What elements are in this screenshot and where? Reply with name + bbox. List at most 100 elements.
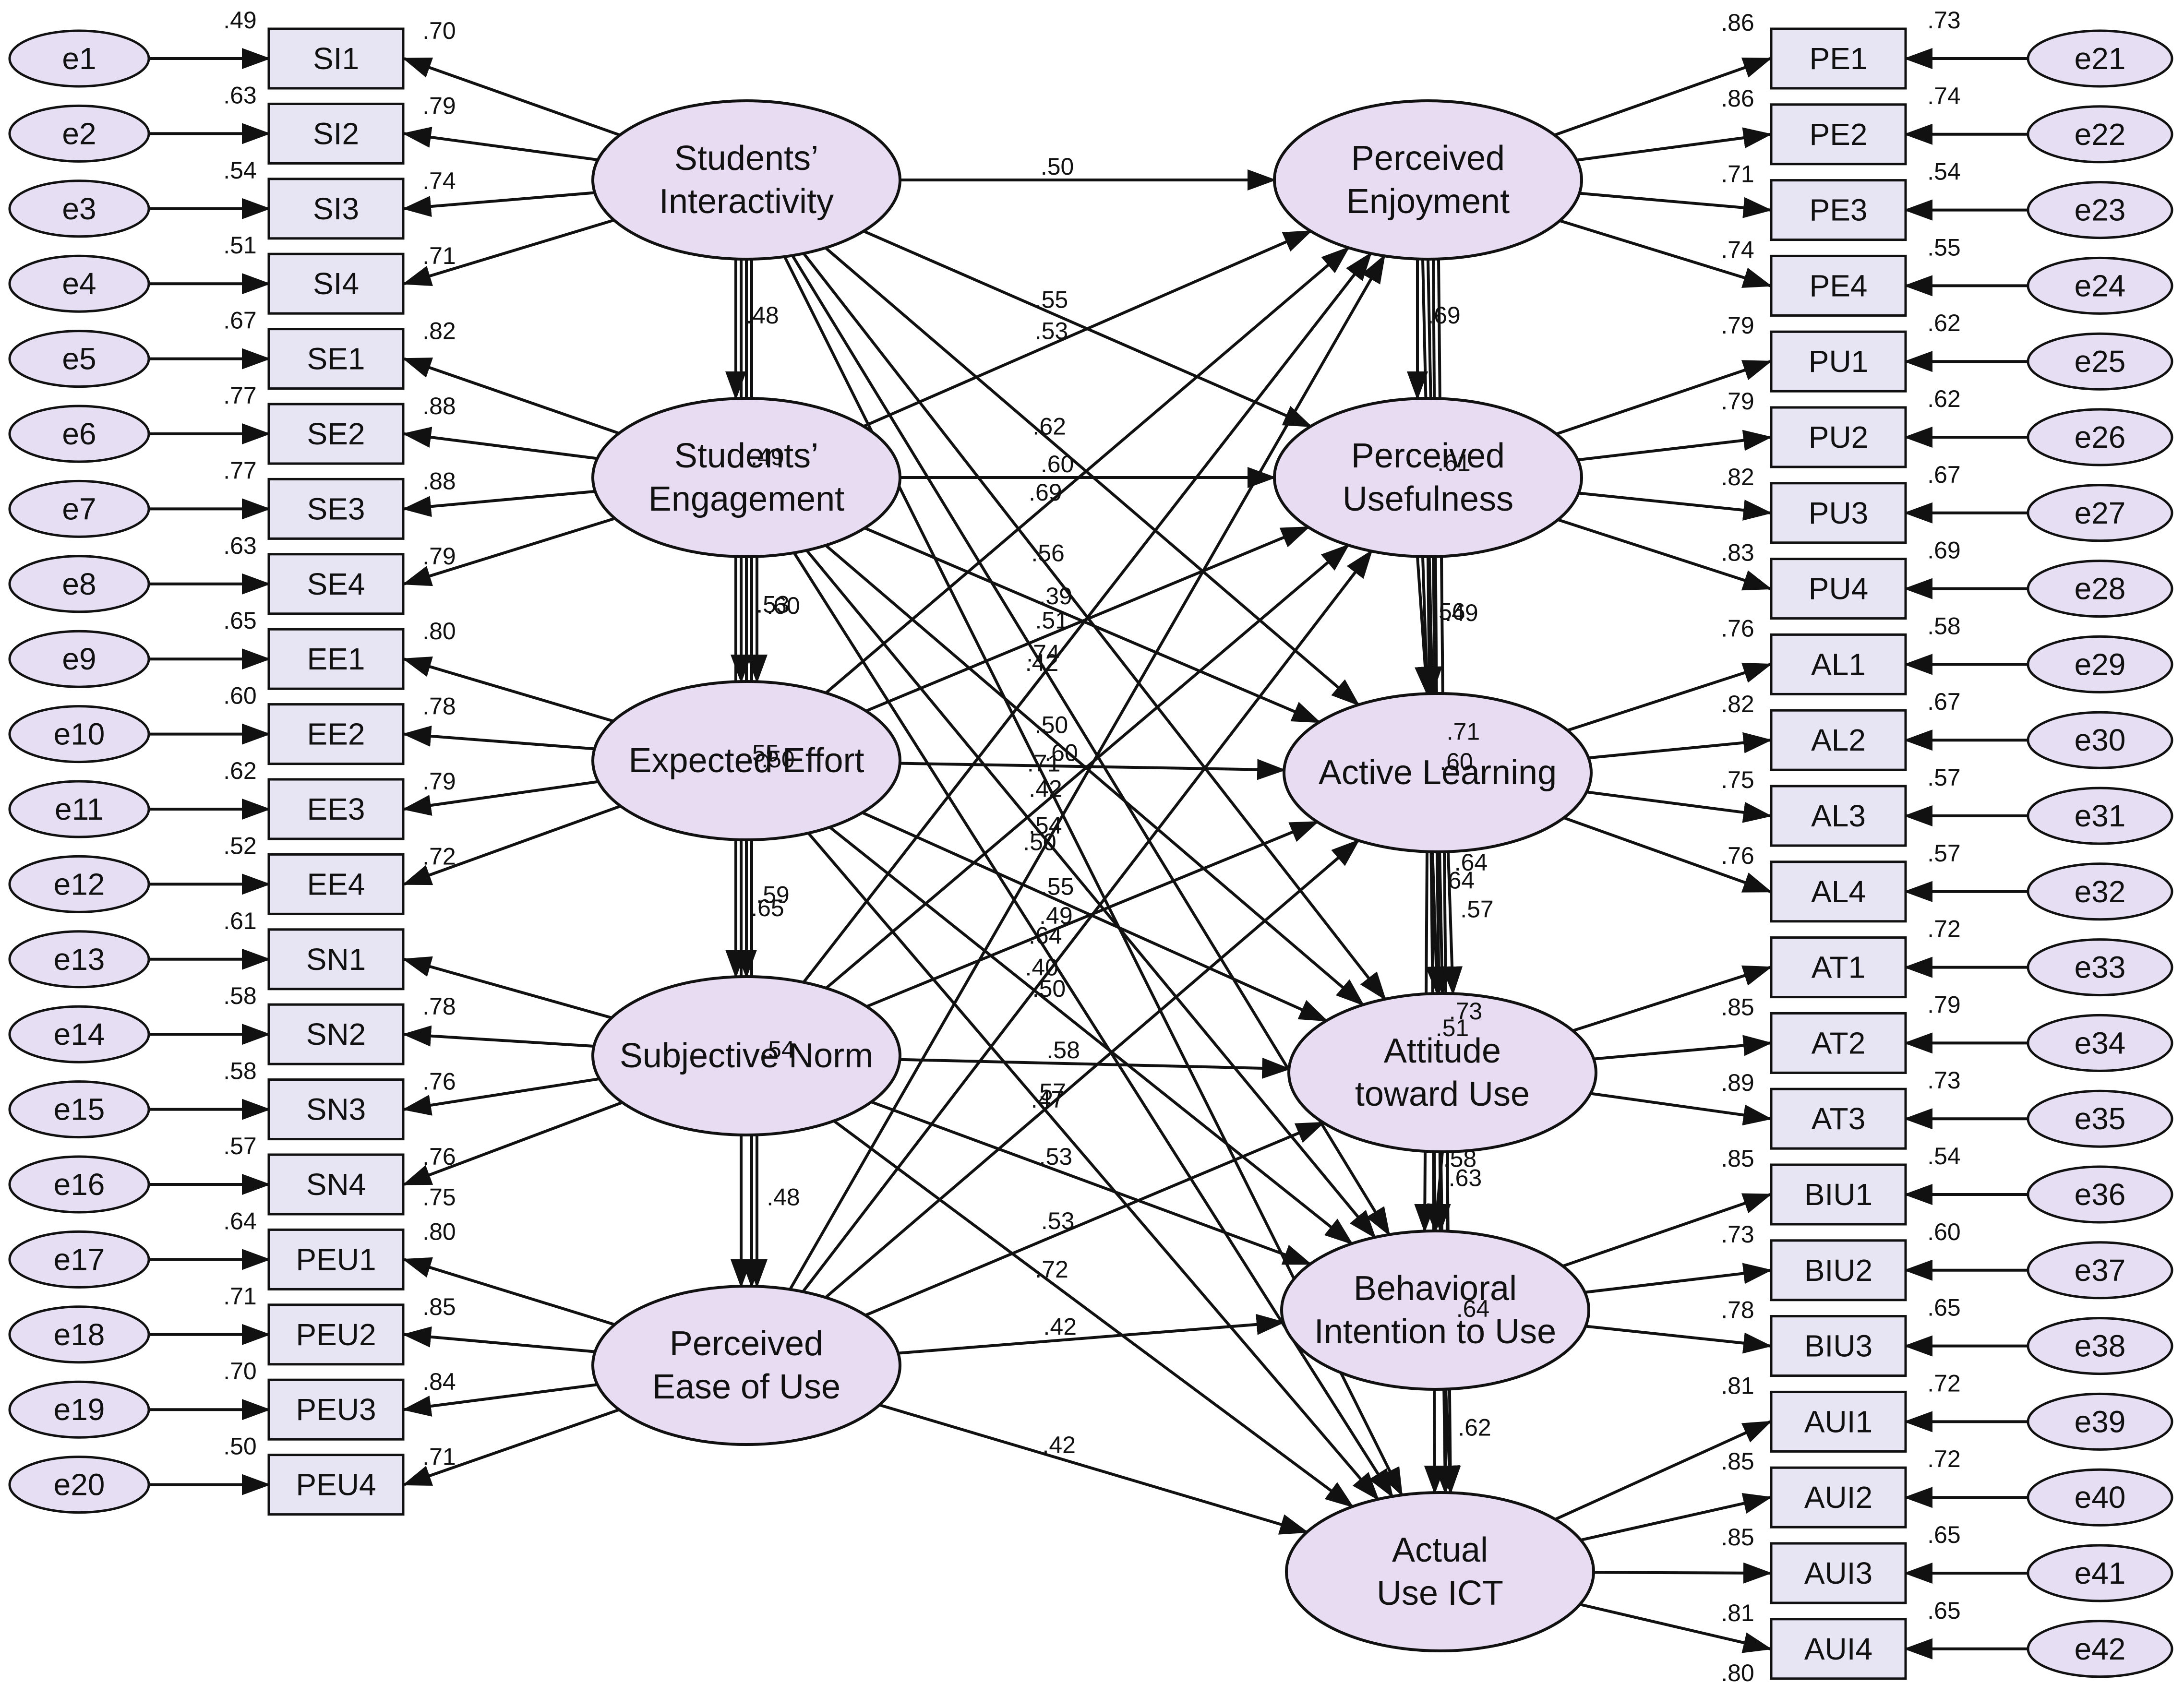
- latent-si: [591, 99, 901, 261]
- covariance-label-se-aui: .64: [1029, 922, 1062, 949]
- r2-label-PEU3: .70: [223, 1358, 257, 1385]
- covariance-label-ee-biu: .50: [1032, 975, 1066, 1002]
- loading-label-EE4: .72: [422, 843, 456, 870]
- loading-label-EE2: .78: [422, 693, 456, 720]
- error-term-e40: [2027, 1468, 2173, 1527]
- indicator-label-EE3: EE3: [307, 792, 365, 826]
- loading-label-SI4: .71: [422, 242, 456, 269]
- indicator-label-SE3: SE3: [307, 491, 365, 526]
- error-label-e39: e39: [2075, 1404, 2126, 1439]
- covariance-label-peu-at: .53: [1041, 1207, 1075, 1234]
- indicator-AUI1: [1770, 1390, 1907, 1453]
- error-term-e16: [8, 1155, 150, 1214]
- loading-path-SN4: [402, 1101, 623, 1186]
- latent-sn: [591, 975, 901, 1136]
- indicator-EE1: [267, 628, 405, 690]
- error-term-e33: [2027, 938, 2173, 997]
- error-label-e41: e41: [2075, 1556, 2126, 1590]
- error-label-e32: e32: [2075, 874, 2126, 909]
- loading-label-PU2: .79: [1721, 388, 1754, 415]
- indicator-AL3: [1770, 785, 1907, 847]
- loading-label-AT3: .89: [1721, 1069, 1754, 1096]
- covariance-label-pu-at: .60: [1440, 748, 1473, 775]
- latent-label-ee: Expected Effort: [629, 741, 864, 780]
- loading-label-BIU3: .78: [1721, 1297, 1754, 1324]
- covariance-label-ee-sn: .59: [756, 882, 790, 908]
- covariance-al-at: [1437, 824, 1463, 995]
- indicator-PEU3: [267, 1378, 405, 1441]
- error-label-e20: e20: [54, 1468, 105, 1502]
- error-label-e36: e36: [2075, 1177, 2126, 1212]
- latent-label-aui-line2: Use ICT: [1377, 1574, 1503, 1612]
- loading-label-AUI4: .81: [1721, 1600, 1754, 1626]
- latent-label-pu-line2: Usefulness: [1343, 480, 1513, 518]
- error-label-e18: e18: [54, 1317, 105, 1352]
- loading-label-PU1: .79: [1721, 312, 1754, 339]
- loading-path-PE4: [1559, 219, 1772, 288]
- latent-label-at-line1: Attitude: [1384, 1032, 1501, 1070]
- error-label-e19: e19: [54, 1392, 105, 1427]
- loading-label-SI2: .79: [422, 92, 456, 119]
- r2-label-EE2: .60: [223, 682, 257, 709]
- loading-label-BIU1: .85: [1721, 1145, 1754, 1172]
- error-label-e35: e35: [2075, 1101, 2126, 1136]
- indicator-label-PEU4: PEU4: [296, 1468, 376, 1502]
- loading-label-PU4: .83: [1721, 539, 1754, 566]
- loading-path-EE4: [402, 804, 621, 886]
- covariance-ee-at: [833, 792, 1329, 1022]
- indicator-label-AUI4: AUI4: [1804, 1632, 1872, 1666]
- error-label-e38: e38: [2075, 1329, 2126, 1363]
- error-term-e17: [8, 1230, 150, 1289]
- r2-label-SE1: .67: [223, 307, 257, 334]
- r2-label-PE4: .55: [1927, 234, 1961, 261]
- latent-label-peu-line1: Perceived: [670, 1325, 823, 1363]
- loading-path-AT3: [1590, 1092, 1772, 1126]
- indicator-PE4: [1770, 254, 1907, 317]
- loading-label-AL1: .76: [1721, 615, 1754, 642]
- indicator-label-SN3: SN3: [306, 1092, 366, 1127]
- error-term-e23: [2027, 181, 2173, 239]
- covariance-label-pu-aui: .73: [1449, 998, 1483, 1025]
- loading-path-AUI4: [1579, 1603, 1772, 1653]
- covariance-label-se-biu: .54: [1029, 812, 1062, 839]
- error-term-e41: [2027, 1544, 2173, 1602]
- indicator-label-EE4: EE4: [307, 867, 365, 901]
- r2-label-EE3: .62: [223, 757, 257, 784]
- loading-path-PEU1: [402, 1257, 615, 1326]
- indicator-EE2: [267, 703, 405, 765]
- latent-label-si-line1: Students’: [674, 139, 818, 178]
- latent-ee: [591, 680, 901, 841]
- covariance-label-sn-pe: .42: [1025, 649, 1059, 676]
- error-label-e34: e34: [2075, 1026, 2126, 1060]
- covariance-label-si-pe: .50: [1041, 153, 1074, 180]
- loading-label-EE1: .80: [422, 618, 456, 645]
- latent-label-pe-line1: Perceived: [1351, 139, 1505, 178]
- latent-aui: [1285, 1491, 1595, 1652]
- loading-path-PU4: [1557, 518, 1772, 591]
- covariance-label-pe-biu: .71: [1447, 718, 1480, 745]
- loading-label-AUI3: .85: [1721, 1524, 1754, 1551]
- error-term-e42: [2027, 1620, 2173, 1678]
- indicator-AT3: [1770, 1087, 1907, 1150]
- indicator-SI2: [267, 102, 405, 165]
- latent-peu: [591, 1285, 901, 1446]
- error-label-e31: e31: [2075, 799, 2126, 833]
- loading-label-SE3: .88: [422, 467, 456, 494]
- loading-path-AL2: [1588, 732, 1772, 760]
- indicator-BIU2: [1770, 1239, 1907, 1302]
- loading-label-SE1: .82: [422, 318, 456, 345]
- r2-label-PE1: .73: [1927, 7, 1961, 34]
- covariance-label-se-pu: .60: [1041, 451, 1074, 478]
- latent-label-biu-line1: Behavioral: [1354, 1269, 1517, 1308]
- indicator-PE2: [1770, 103, 1907, 166]
- error-label-e33: e33: [2075, 950, 2126, 985]
- error-term-e34: [2027, 1014, 2173, 1072]
- error-label-e9: e9: [62, 642, 96, 676]
- latent-label-se-line2: Engagement: [648, 480, 844, 518]
- covariance-label-pu-biu: .64: [1441, 867, 1475, 894]
- error-term-e4: [8, 254, 150, 313]
- error-label-e14: e14: [54, 1017, 105, 1051]
- r2-label-PE3: .54: [1927, 158, 1961, 185]
